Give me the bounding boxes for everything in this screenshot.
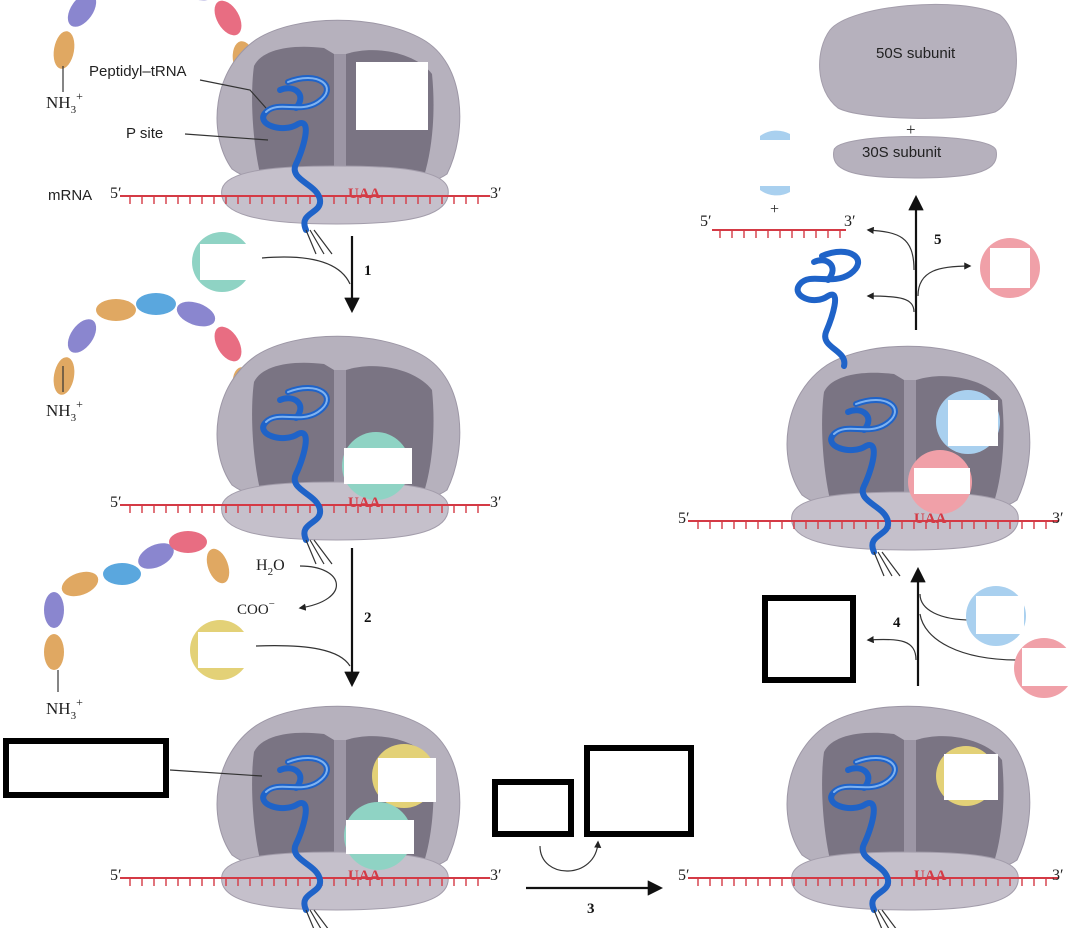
- nh3-label-3: NH3+: [46, 695, 83, 722]
- three-prime-label-1: 3′: [490, 185, 502, 202]
- step-3: 3: [492, 745, 694, 917]
- blank-label-box-rf-2: [344, 448, 412, 484]
- blank-label-box-gdp: [584, 745, 694, 837]
- three-prime-label-5: 3′: [1052, 510, 1064, 527]
- plus-sign-1: +: [770, 201, 779, 218]
- ribosome-stage-5: 5′ UAA 3′: [678, 345, 1064, 576]
- blank-label-box-efg-2: [914, 468, 970, 494]
- stop-codon-4: UAA: [914, 868, 947, 884]
- step-number-5: 5: [934, 232, 942, 248]
- free-mrna: 5′ 3′ +: [700, 201, 856, 238]
- five-prime-label-4: 5′: [678, 867, 690, 884]
- stop-codon-2: UAA: [348, 495, 381, 511]
- step-1: 1: [192, 232, 372, 314]
- step-number-3: 3: [587, 901, 595, 917]
- stop-codon-1: UAA: [348, 186, 381, 202]
- ribosome-stage-4: 5′ UAA 3′: [678, 705, 1064, 928]
- plus-sign-2: +: [906, 120, 916, 139]
- nh3-label-1: NH3+: [46, 89, 83, 116]
- subunit-30s-label: 30S subunit: [862, 144, 942, 161]
- five-prime-label-2: 5′: [110, 494, 122, 511]
- blank-label-box-rrf-2: [948, 400, 998, 446]
- stop-codon-3: UAA: [348, 868, 381, 884]
- stop-codon-5: UAA: [914, 511, 947, 527]
- step-number-4: 4: [893, 615, 901, 631]
- blank-label-box-gtp: [492, 779, 574, 837]
- mrna-label: mRNA: [48, 187, 92, 204]
- five-prime-label-1: 5′: [110, 185, 122, 202]
- step-5: 5 5′ 3′ + 50S subunit + 30S subunit: [700, 3, 1040, 369]
- free-trna: [794, 248, 861, 369]
- nh3-label-2: NH3+: [46, 397, 83, 424]
- blank-label-box-rf3-2: [378, 758, 436, 802]
- blank-label-box-step4: [762, 595, 856, 683]
- blank-label-box-rrf-1: [976, 596, 1024, 634]
- three-prime-label-6: 3′: [844, 213, 856, 230]
- subunit-50s-label: 50S subunit: [876, 45, 956, 62]
- five-prime-label-5: 5′: [678, 510, 690, 527]
- three-prime-label-3: 3′: [490, 867, 502, 884]
- subunit-50s: [819, 3, 1017, 119]
- ribosome-stage-1: NH3+ Peptidyl–tRNA P site mRNA 5′ UAA 3′: [46, 0, 502, 254]
- blank-label-box-rf3-1: [198, 632, 254, 668]
- step-number-2: 2: [364, 610, 372, 626]
- three-prime-label-4: 3′: [1052, 867, 1064, 884]
- blank-label-box-trna: [3, 738, 169, 798]
- five-prime-label-6: 5′: [700, 213, 712, 230]
- blank-label-box-rf-1: [200, 244, 258, 280]
- subunit-30s: [833, 136, 997, 179]
- p-site-label: P site: [126, 125, 163, 142]
- ribosome-stage-2: NH3+ 5′ UAA 3′: [46, 293, 502, 564]
- carboxyl-label: COO−: [237, 598, 275, 618]
- blank-label-box-rf-3: [346, 820, 414, 854]
- step-2: H2O COO− 2: [190, 548, 372, 688]
- rrf-blue-partial: [756, 130, 792, 196]
- blank-label-box-a-site: [356, 62, 428, 130]
- released-peptide: NH3+: [44, 531, 230, 722]
- water-label: H2O: [256, 557, 285, 578]
- blank-label-box-efg-3: [990, 248, 1030, 288]
- five-prime-label-3: 5′: [110, 867, 122, 884]
- step-4: 4: [762, 566, 1070, 698]
- peptidyl-trna-label: Peptidyl–tRNA: [89, 63, 187, 80]
- ribosome-stage-3: 5′ UAA 3′: [3, 705, 502, 928]
- blank-label-box-efg-1: [1022, 648, 1070, 686]
- blank-label-box-rf3-3: [944, 754, 998, 800]
- step-number-1: 1: [364, 263, 372, 279]
- three-prime-label-2: 3′: [490, 494, 502, 511]
